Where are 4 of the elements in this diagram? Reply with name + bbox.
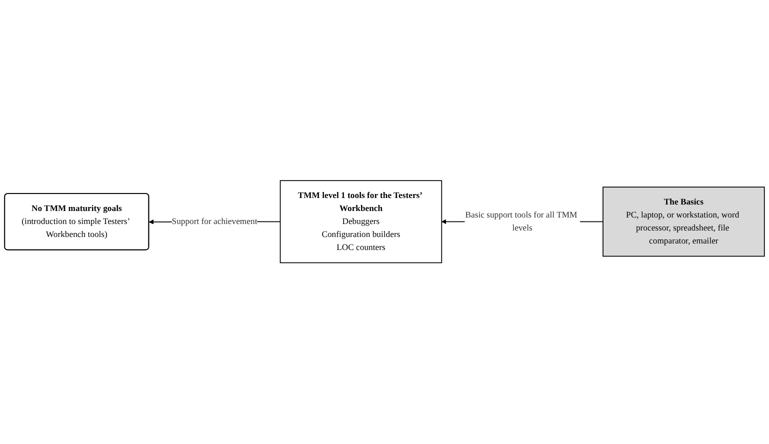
edge-label: Basic support tools for all TMM levels — [465, 210, 578, 233]
node-box: The Basics PC, laptop, or workstation, word processor, spreadsheet, file comparator, emailer — [602, 186, 765, 258]
node-box: TMM level 1 tools for the Testers’ Workbench Debuggers Configuration builders LOC counters — [280, 180, 442, 264]
edge-label: Support for achievement — [172, 217, 258, 226]
